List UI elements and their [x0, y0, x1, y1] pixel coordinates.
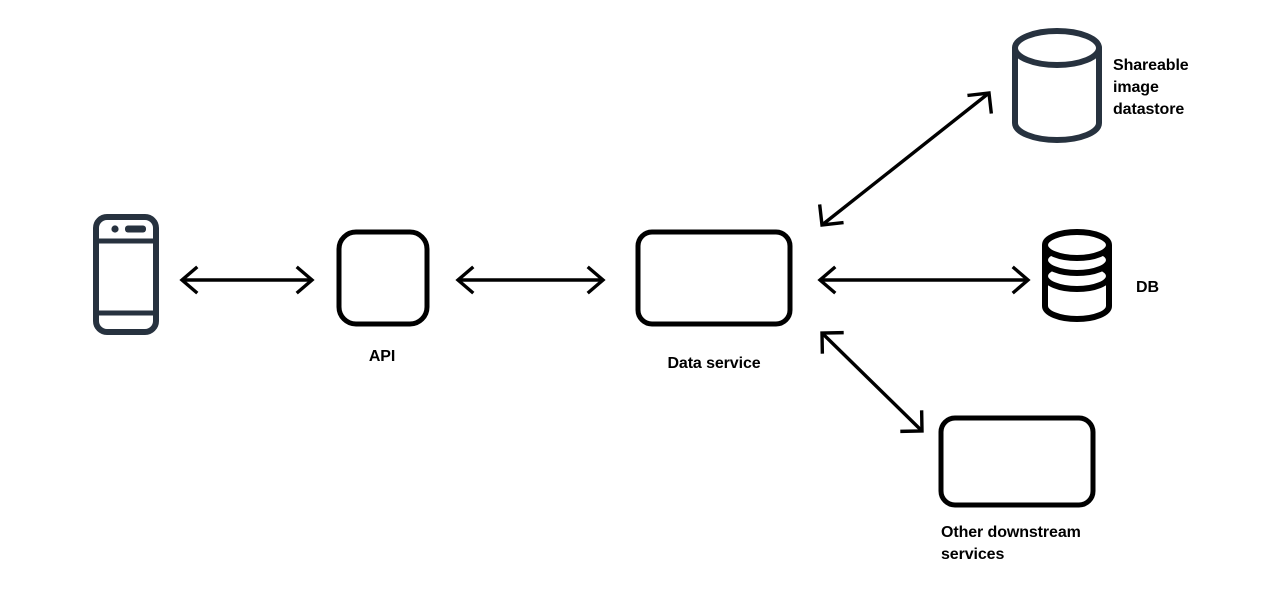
connector-data-service-db: [817, 265, 1031, 295]
connector-data-service-downstream: [820, 330, 924, 434]
cylinder-body: [1012, 45, 1102, 143]
arrowhead-left-icon: [179, 265, 199, 295]
data-service-box[interactable]: [635, 229, 793, 327]
connector-line: [820, 91, 991, 227]
arrowhead-lower-right-icon: [900, 410, 924, 434]
phone-camera-icon: [111, 225, 119, 233]
connector-line: [820, 331, 924, 433]
arrowhead-lower-left-icon: [817, 204, 844, 227]
arrowhead-right-icon: [586, 265, 606, 295]
cylinder-top: [1012, 28, 1102, 68]
arrowhead-right-icon: [295, 265, 315, 295]
other-downstream-services-label: Other downstream services: [941, 524, 1081, 563]
mobile-phone-icon[interactable]: [93, 214, 159, 335]
connector-data-service-datastore: [817, 91, 994, 227]
database-stack-icon[interactable]: [1042, 229, 1112, 322]
phone-body: [93, 214, 159, 335]
other-downstream-services-box[interactable]: [938, 415, 1096, 508]
api-label: API: [368, 348, 396, 365]
phone-speaker-icon: [125, 225, 146, 233]
db-top: [1042, 229, 1112, 261]
shareable-image-datastore-label: Shareable image datastore: [1113, 57, 1189, 118]
db-label: DB: [1136, 279, 1159, 296]
connector-api-data-service: [455, 265, 606, 295]
data-service-label: Data service: [667, 355, 761, 372]
api-box[interactable]: [336, 229, 430, 327]
arrowhead-upper-left-icon: [820, 330, 844, 354]
arrowhead-right-icon: [1011, 265, 1031, 295]
arrowhead-upper-right-icon: [967, 91, 994, 114]
arrowhead-left-icon: [455, 265, 475, 295]
connector-mobile-api: [179, 265, 315, 295]
cylinder-datastore-icon[interactable]: [1012, 28, 1102, 143]
arrowhead-left-icon: [817, 265, 837, 295]
